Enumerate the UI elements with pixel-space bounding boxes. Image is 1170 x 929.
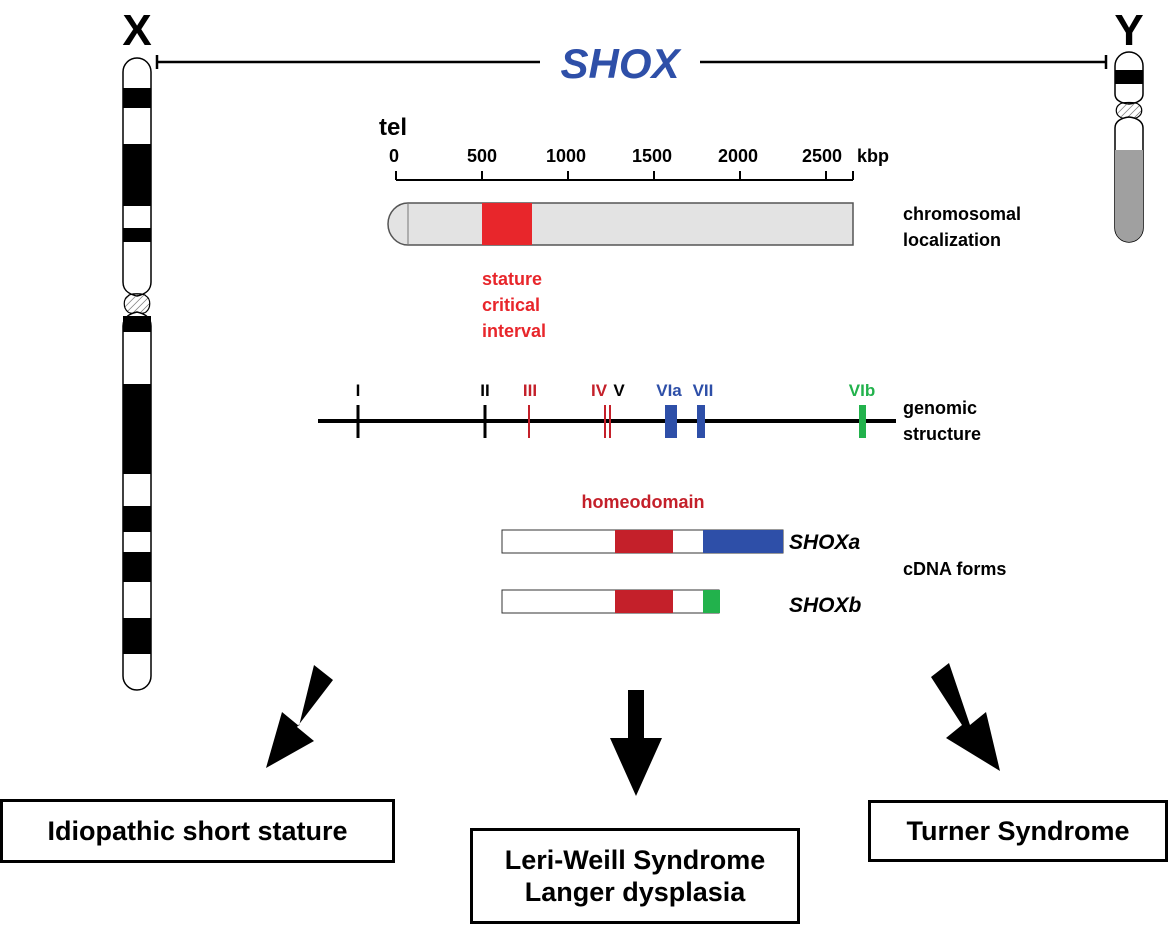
cdna-shoxa-bar bbox=[501, 529, 784, 554]
exon-label: V bbox=[613, 381, 625, 400]
exon-label: VIa bbox=[656, 381, 682, 400]
exon-block bbox=[859, 405, 866, 438]
kbp-label: kbp bbox=[857, 146, 889, 166]
exon-label: VIb bbox=[849, 381, 875, 400]
cdna-forms-label: cDNA forms bbox=[903, 559, 1006, 579]
outcome-turner-syndrome: Turner Syndrome bbox=[868, 800, 1168, 862]
interval-label: stature bbox=[482, 269, 542, 289]
cdna-shoxb-bar bbox=[501, 589, 720, 614]
outcome-text: Leri-Weill Syndrome bbox=[504, 844, 766, 875]
localization-label: localization bbox=[903, 230, 1001, 250]
exon-label: IV bbox=[591, 381, 608, 400]
outcome-leri-weill-langer: Leri-Weill Syndrome Langer dysplasia bbox=[470, 828, 800, 924]
outcome-text: Idiopathic short stature bbox=[47, 815, 348, 846]
shoxb-label: SHOXb bbox=[789, 594, 862, 617]
scale-tick-label: 1000 bbox=[546, 146, 586, 166]
exon-label: I bbox=[356, 381, 361, 400]
exon-block bbox=[665, 405, 677, 438]
shoxa-label: SHOXa bbox=[789, 531, 861, 554]
x-chromosome bbox=[122, 57, 152, 691]
exon-label: VII bbox=[693, 381, 714, 400]
outcome-idiopathic-short-stature: Idiopathic short stature bbox=[0, 799, 395, 863]
exon-label: III bbox=[523, 381, 537, 400]
y-chromosome bbox=[1114, 51, 1144, 243]
scale-tick-label: 2500 bbox=[802, 146, 842, 166]
exon-label: II bbox=[480, 381, 489, 400]
arrow-left bbox=[266, 665, 333, 768]
tel-label: tel bbox=[379, 114, 407, 141]
outcome-text: Langer dysplasia bbox=[524, 877, 746, 907]
scale-tick-label: 0 bbox=[389, 146, 399, 166]
stature-critical-interval-block bbox=[482, 203, 532, 245]
x-chromosome-label: X bbox=[122, 6, 151, 55]
gene-title: SHOX bbox=[560, 40, 682, 87]
exon-block bbox=[697, 405, 705, 438]
localization-label: chromosomal bbox=[903, 204, 1021, 224]
genomic-line bbox=[318, 405, 896, 438]
localization-bar bbox=[387, 202, 854, 246]
shox-connector bbox=[155, 55, 1108, 69]
y-chromosome-label: Y bbox=[1114, 6, 1143, 55]
arrow-right bbox=[931, 663, 1000, 771]
genomic-label: genomic bbox=[903, 398, 977, 418]
scale-axis bbox=[395, 171, 854, 181]
interval-label: interval bbox=[482, 321, 546, 341]
scale-tick-label: 2000 bbox=[718, 146, 758, 166]
arrow-center bbox=[610, 690, 662, 796]
interval-label: critical bbox=[482, 295, 540, 315]
scale-tick-label: 1500 bbox=[632, 146, 672, 166]
outcome-text: Turner Syndrome bbox=[906, 815, 1130, 846]
genomic-label: structure bbox=[903, 424, 981, 444]
scale-tick-label: 500 bbox=[467, 146, 497, 166]
homeodomain-label: homeodomain bbox=[581, 492, 704, 512]
